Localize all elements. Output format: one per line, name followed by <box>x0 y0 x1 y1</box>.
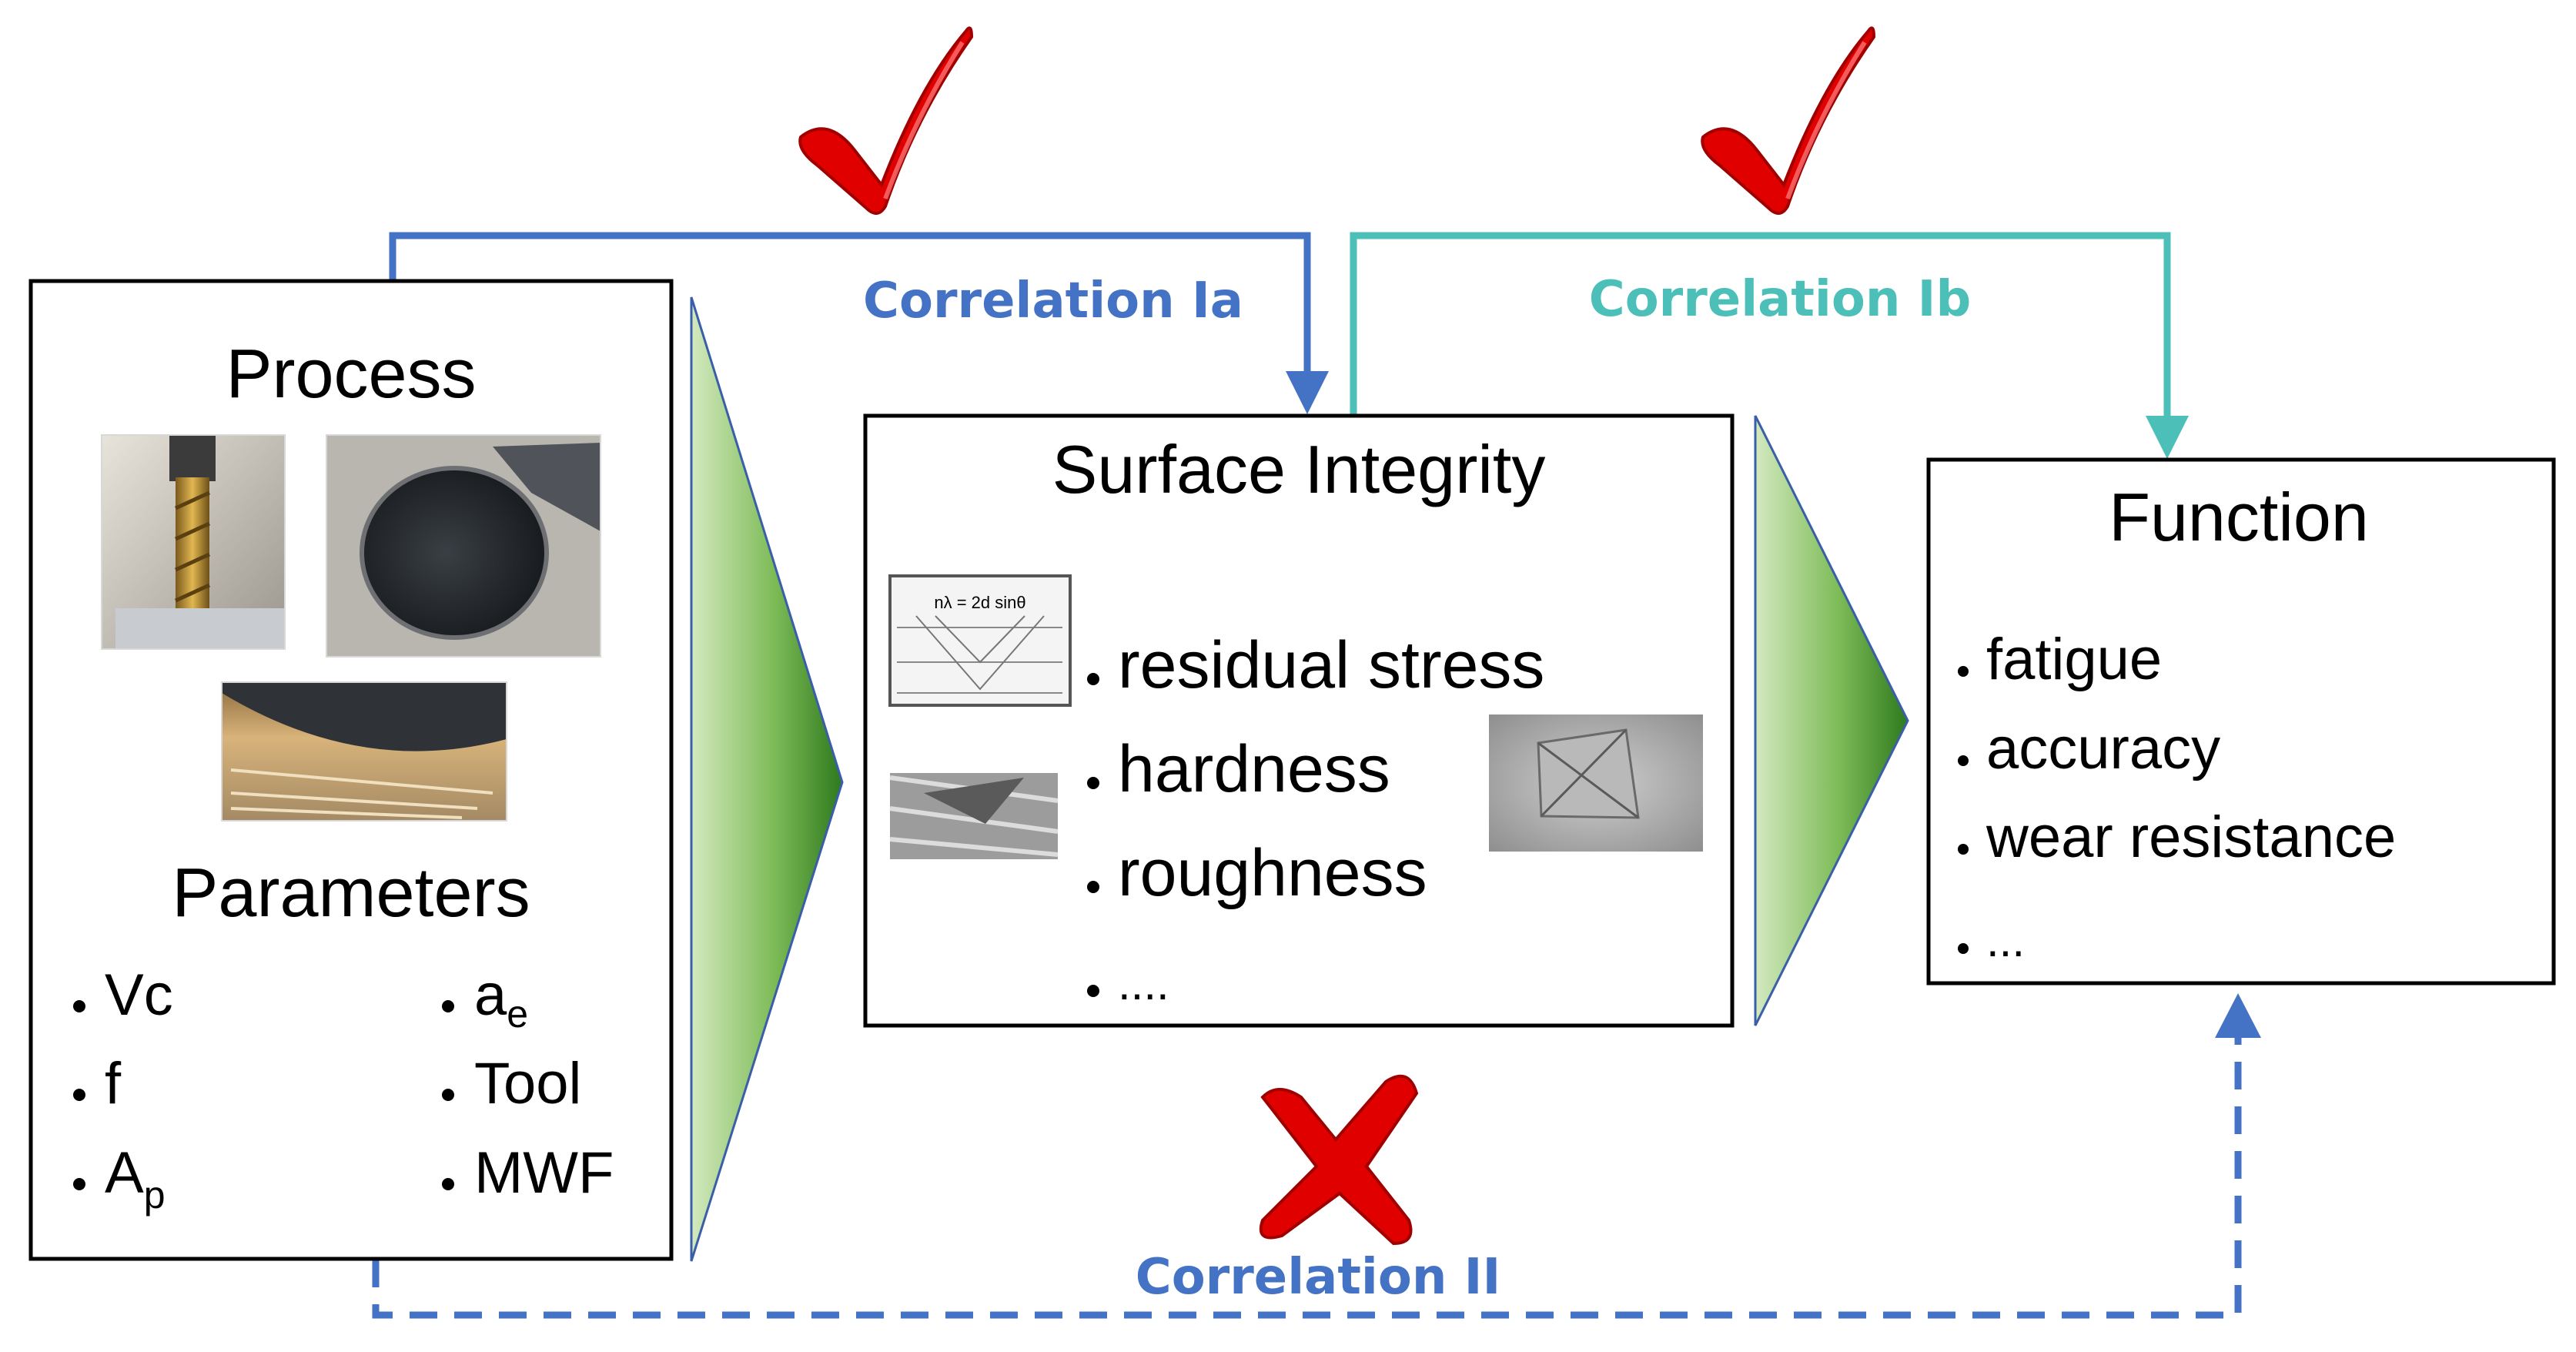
green-flow-arrow-1 <box>690 296 844 1262</box>
parameter-vc: Vc <box>105 962 173 1028</box>
check-icon <box>1701 26 1876 215</box>
correlation-ia-connector <box>389 232 1329 414</box>
correlation-ib-connector <box>1350 232 2189 459</box>
bullet <box>1087 881 1099 893</box>
item-more: ... <box>1986 915 2025 966</box>
bullet <box>1087 673 1099 685</box>
correlation-ii-connector <box>372 993 2261 1319</box>
xrd-formula: nλ = 2d sinθ <box>934 593 1025 612</box>
bullet <box>73 1000 85 1012</box>
function-list: fatigue accuracy wear resistance ... <box>1958 627 2396 966</box>
correlation-ia-label: Correlation Ia <box>863 273 1243 330</box>
parameter-mwf: MWF <box>474 1140 614 1206</box>
parameters-title: Parameters <box>172 855 530 932</box>
parameter-ap: Ap <box>105 1140 166 1216</box>
xrd-schematic-image: nλ = 2d sinθ <box>888 574 1072 707</box>
bullet <box>442 1089 454 1101</box>
drilling-photo <box>101 434 286 650</box>
cross-icon <box>1259 1074 1419 1246</box>
hardness-indent-image <box>1489 714 1703 852</box>
bullet <box>442 1178 454 1190</box>
surface-integrity-list: residual stress hardness roughness .... <box>1087 628 1544 1009</box>
bullet <box>442 1000 454 1012</box>
item-wear-resistance: wear resistance <box>1986 805 2396 870</box>
bullet <box>1087 985 1099 997</box>
bullet <box>1958 943 1969 954</box>
check-icon <box>798 26 974 215</box>
parameter-list: Vc f Ap ae Tool MWF <box>73 962 614 1216</box>
surface-integrity-title: Surface Integrity <box>1052 431 1546 507</box>
parameter-f: f <box>105 1051 122 1116</box>
parameter-ae: ae <box>474 962 528 1036</box>
bullet <box>1958 666 1969 677</box>
function-box <box>1926 457 2556 986</box>
bullet <box>1958 844 1969 855</box>
item-residual-stress: residual stress <box>1118 628 1544 702</box>
item-roughness: roughness <box>1118 836 1427 910</box>
bullet <box>73 1178 85 1190</box>
bullet <box>1087 777 1099 789</box>
correlation-ib-label: Correlation Ib <box>1589 271 1972 328</box>
parameter-tool: Tool <box>474 1051 581 1116</box>
grinding-photo <box>221 681 507 822</box>
function-title: Function <box>2109 479 2369 555</box>
correlation-ii-label: Correlation II <box>1136 1249 1501 1306</box>
item-fatigue: fatigue <box>1986 627 2162 692</box>
item-more: .... <box>1118 958 1169 1009</box>
sem-surface-image <box>889 773 1059 859</box>
turning-photo <box>326 434 601 658</box>
process-title: Process <box>226 336 476 413</box>
item-accuracy: accuracy <box>1986 716 2220 781</box>
bullet <box>1958 755 1969 766</box>
green-flow-arrow-2 <box>1754 415 1909 1026</box>
item-hardness: hardness <box>1118 732 1390 806</box>
bullet <box>73 1089 85 1101</box>
